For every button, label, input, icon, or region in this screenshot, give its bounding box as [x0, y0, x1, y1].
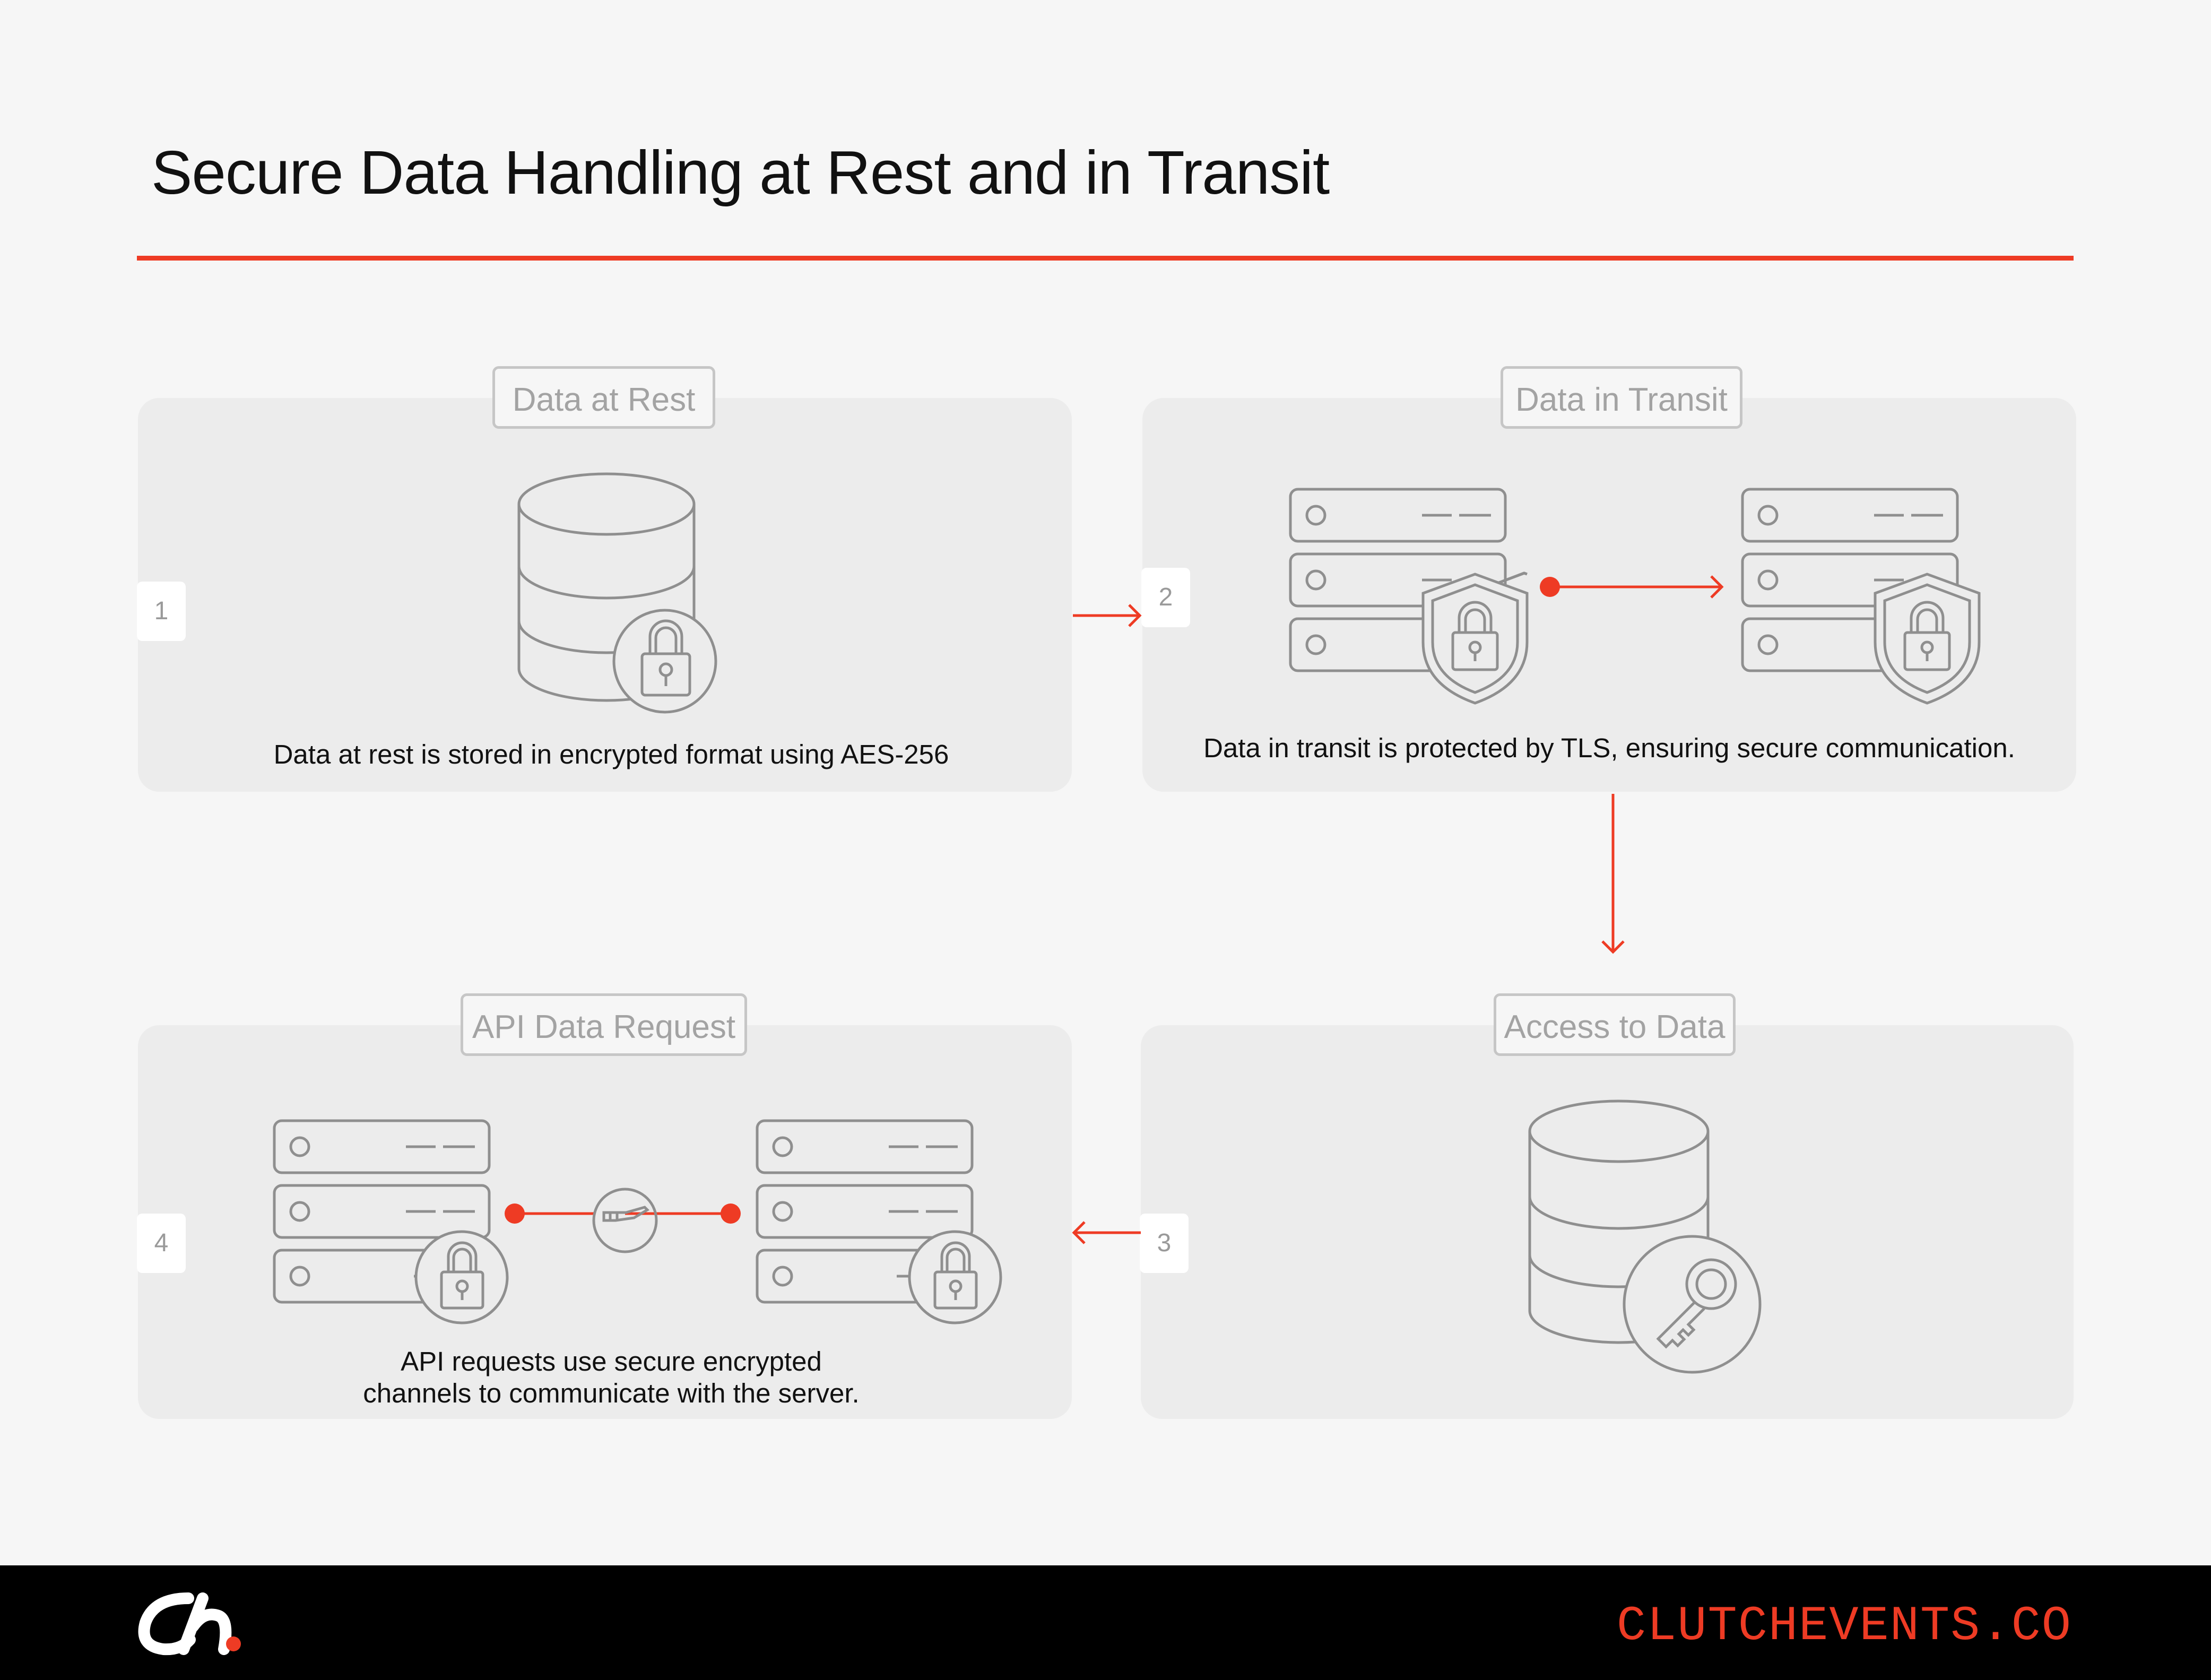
panel-label-data-in-transit: Data in Transit — [1501, 366, 1742, 429]
step-badge-1: 1 — [137, 582, 186, 641]
panel-label-api-data-request: API Data Request — [461, 993, 747, 1056]
title-divider — [137, 256, 2074, 261]
shield-lock-icon — [1874, 573, 1981, 705]
caption-data-in-transit: Data in transit is protected by TLS, ens… — [1203, 733, 2015, 763]
panel-label-access-to-data: Access to Data — [1494, 993, 1736, 1056]
database-lock-illustration — [517, 472, 717, 714]
page-title: Secure Data Handling at Rest and in Tran… — [151, 138, 1330, 207]
flow-arrow-2-to-3 — [1601, 794, 1625, 954]
lock-icon — [908, 1230, 1002, 1324]
step-badge-4: 4 — [137, 1214, 186, 1273]
step-badge-2: 2 — [1141, 568, 1190, 627]
api-server-illustration — [273, 1119, 1002, 1324]
caption-api-data-request-line-2: channels to communicate with the server. — [363, 1378, 860, 1408]
secure-channel-connector — [505, 1203, 741, 1224]
panel-access-to-data — [1141, 1025, 2074, 1419]
panel-data-at-rest — [138, 398, 1072, 792]
flow-arrow-1-to-2 — [1073, 604, 1142, 627]
lock-icon — [414, 1230, 509, 1324]
clutch-logo-icon — [138, 1592, 241, 1656]
footer-url[interactable]: CLUTCHEVENTS.CO — [1616, 1598, 2072, 1654]
footer-bar — [0, 1565, 2211, 1680]
panel-api-data-request — [138, 1025, 1072, 1419]
connection-arrow — [1540, 575, 1724, 599]
server-pair-illustration-tls — [1289, 488, 1981, 705]
shield-lock-icon — [1421, 571, 1529, 705]
panel-label-data-at-rest: Data at Rest — [492, 366, 715, 429]
handshake-icon — [592, 1188, 658, 1253]
flow-arrow-3-to-4 — [1072, 1221, 1141, 1244]
lock-icon — [612, 609, 717, 714]
step-badge-3: 3 — [1140, 1214, 1189, 1273]
key-icon — [1623, 1235, 1762, 1374]
caption-data-at-rest: Data at rest is stored in encrypted form… — [273, 739, 949, 769]
database-key-illustration — [1528, 1099, 1762, 1374]
caption-api-data-request-line-1: API requests use secure encrypted — [401, 1346, 822, 1376]
